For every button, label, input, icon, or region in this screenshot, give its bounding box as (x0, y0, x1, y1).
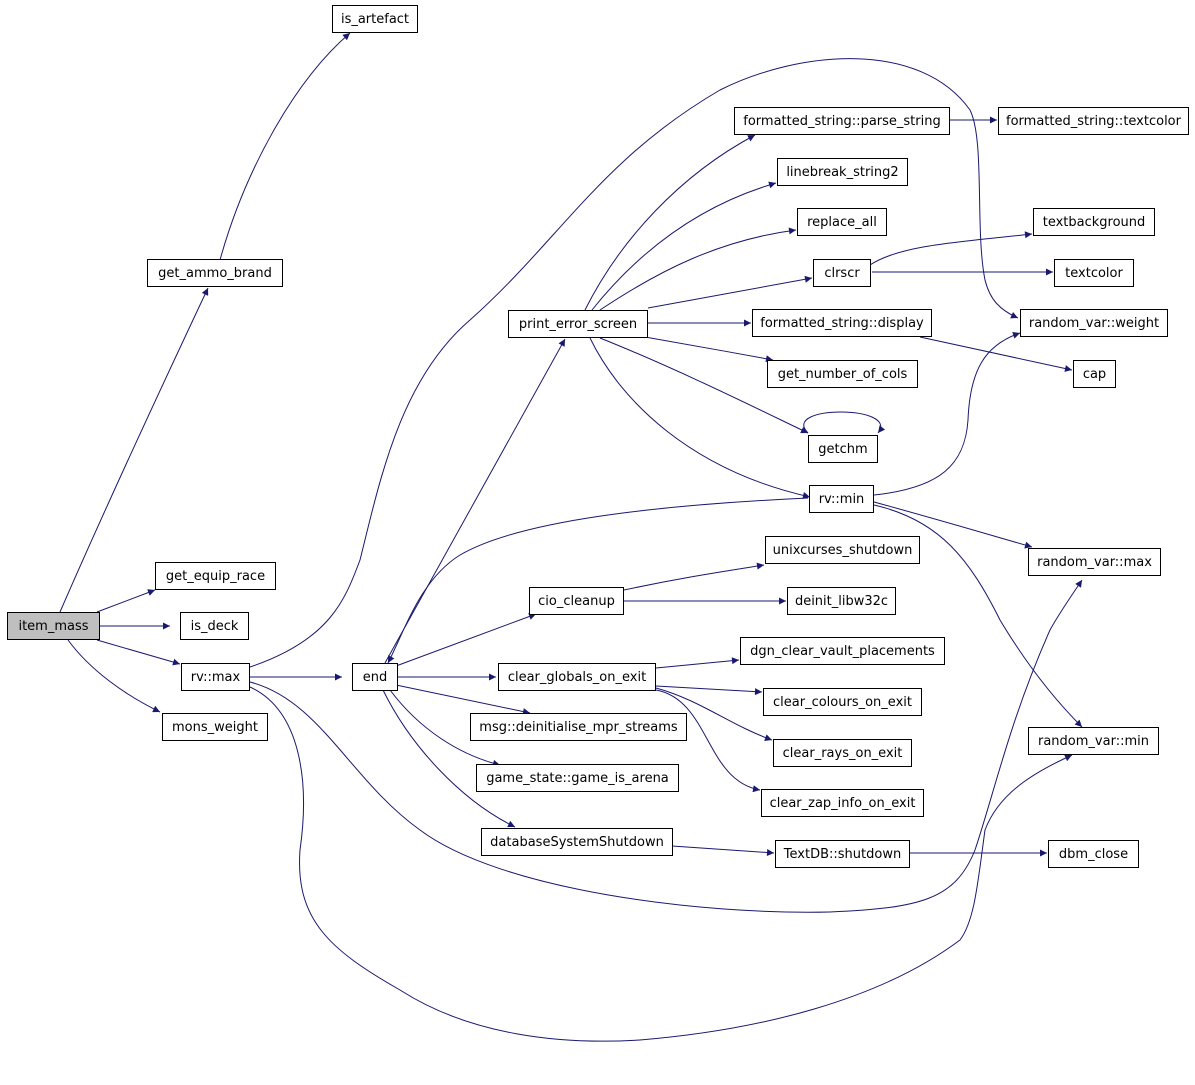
edge-pes-parse_string (584, 134, 756, 311)
node-end[interactable]: end (352, 663, 398, 691)
edge-item_mass-get_equip_race (96, 589, 156, 613)
node-cio_cleanup[interactable]: cio_cleanup (529, 587, 624, 615)
node-get_number_of_cols[interactable]: get_number_of_cols (767, 360, 918, 388)
edge-pes-rv_min (589, 337, 811, 499)
node-clear_globals_on_exit[interactable]: clear_globals_on_exit (498, 663, 656, 691)
node-databaseSystemShutdown[interactable]: databaseSystemShutdown (481, 828, 673, 856)
node-getchm[interactable]: getchm (808, 435, 878, 463)
node-deinit_libw32c[interactable]: deinit_libw32c (787, 587, 896, 615)
node-rv_min[interactable]: rv::min (809, 485, 874, 513)
node-get_ammo_brand[interactable]: get_ammo_brand (147, 259, 283, 287)
edge-rv_min-random_var_weight (873, 331, 1021, 496)
node-fs_textcolor[interactable]: formatted_string::textcolor (998, 107, 1189, 135)
node-is_deck[interactable]: is_deck (180, 612, 249, 640)
edge-cio_cleanup-unixcurses_shutdown (623, 562, 765, 591)
edge-end-game_is_arena (389, 689, 501, 767)
node-replace_all[interactable]: replace_all (797, 208, 887, 236)
edge-pes-linebreak_string2 (591, 181, 777, 311)
node-mons_weight[interactable]: mons_weight (162, 713, 268, 741)
edge-pes-get_number_of_cols (644, 336, 774, 363)
node-random_var_max[interactable]: random_var::max (1028, 548, 1161, 576)
node-textcolor[interactable]: textcolor (1054, 259, 1134, 287)
node-textbackground[interactable]: textbackground (1033, 208, 1155, 236)
node-dbm_close[interactable]: dbm_close (1048, 840, 1139, 868)
edge-rv_min-random_var_max (873, 501, 1033, 549)
edge-cgoe-dgn (655, 657, 740, 669)
node-get_equip_race[interactable]: get_equip_race (155, 562, 276, 590)
edge-rv_max-random_var_max (249, 579, 1083, 913)
node-game_is_arena[interactable]: game_state::game_is_arena (476, 764, 679, 792)
edge-clrscr-textbackground (869, 231, 1033, 266)
edge-pes-clrscr (647, 275, 813, 309)
node-clear_zap_info_on_exit[interactable]: clear_zap_info_on_exit (761, 789, 924, 817)
edge-cgoe-rays (655, 687, 773, 741)
edge-item_mass-mons_weight (67, 639, 161, 713)
node-unixcurses_shutdown[interactable]: unixcurses_shutdown (765, 536, 920, 564)
node-dgn_clear_vault_placements[interactable]: dgn_clear_vault_placements (740, 637, 945, 665)
edge-rv_min-random_var_min (873, 504, 1083, 728)
edge-get_ammo_brand-is_artefact (219, 32, 351, 261)
node-rv_max[interactable]: rv::max (181, 663, 250, 691)
node-fs_display[interactable]: formatted_string::display (752, 309, 932, 337)
node-clear_colours_on_exit[interactable]: clear_colours_on_exit (763, 688, 922, 716)
edge-rv_max-random_var_min (249, 686, 1073, 1042)
node-print_error_screen[interactable]: print_error_screen (508, 310, 648, 338)
node-clrscr[interactable]: clrscr (813, 259, 871, 287)
node-linebreak_string2[interactable]: linebreak_string2 (777, 158, 908, 186)
node-is_artefact[interactable]: is_artefact (332, 5, 418, 33)
edge-pes-getchm (599, 337, 809, 434)
node-clear_rays_on_exit[interactable]: clear_rays_on_exit (773, 739, 912, 767)
node-random_var_weight[interactable]: random_var::weight (1020, 309, 1168, 337)
node-textdb_shutdown[interactable]: TextDB::shutdown (775, 840, 910, 868)
edge-end-print_error_screen (384, 338, 566, 664)
edge-end-databaseSystemShutdown (382, 689, 516, 828)
edge-rv_min-end (387, 497, 809, 664)
edge-cgoe-zap (655, 689, 761, 793)
edge-item_mass-get_ammo_brand (59, 287, 209, 613)
node-msg_deinit[interactable]: msg::deinitialise_mpr_streams (470, 713, 687, 741)
edge-end-msg_deinit (395, 684, 531, 715)
node-item_mass: item_mass (7, 612, 100, 640)
node-cap[interactable]: cap (1073, 360, 1116, 388)
edge-item_mass-rv_max (96, 639, 181, 666)
node-random_var_min[interactable]: random_var::min (1028, 727, 1159, 755)
edge-rv_max-random_var_weight (249, 58, 1019, 668)
edge-cgoe-colours (655, 685, 763, 696)
edge-end-cio_cleanup (395, 613, 537, 667)
node-parse_string[interactable]: formatted_string::parse_string (734, 107, 950, 135)
edge-pes-replace_all (599, 227, 797, 311)
edge-getchm-self (803, 411, 886, 434)
edge-dss-textdb (671, 845, 775, 857)
edge-fs_display-cap (919, 336, 1073, 372)
